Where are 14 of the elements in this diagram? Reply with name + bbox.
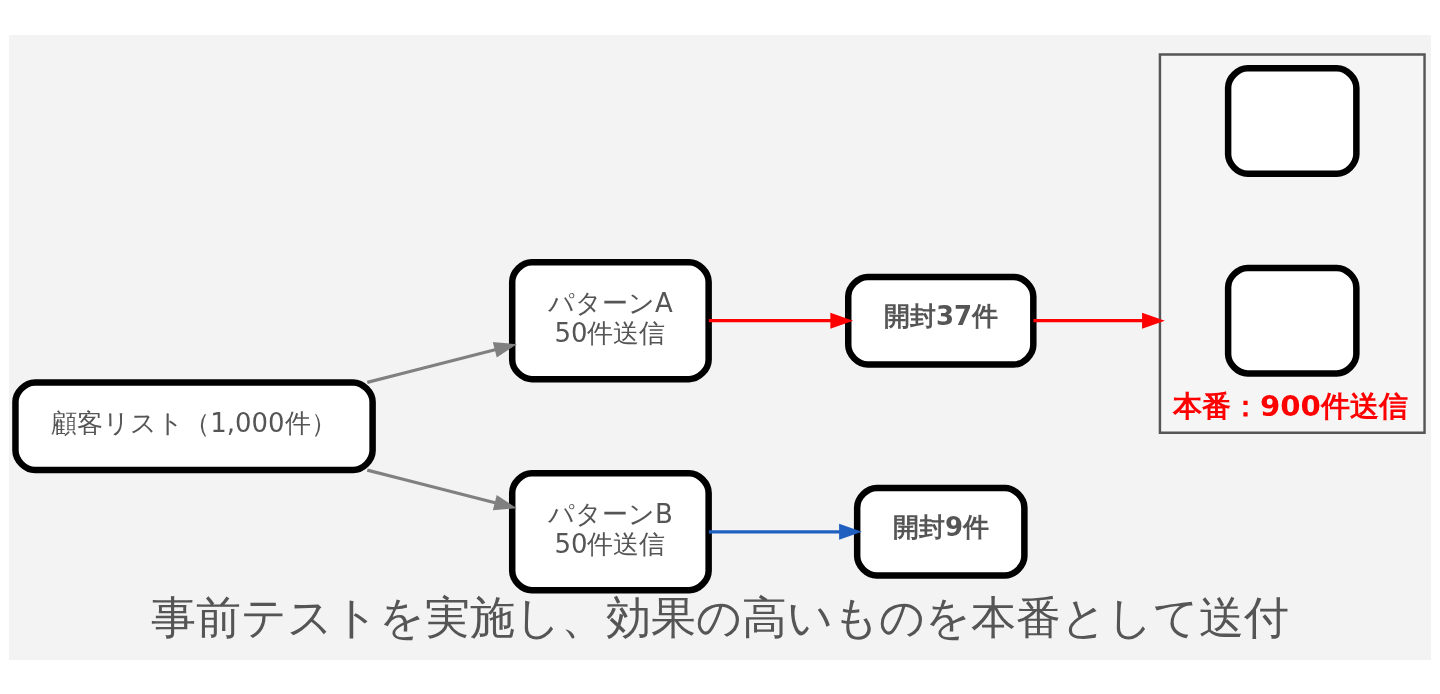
node-box: 顧客リスト（1,000件） (12, 378, 376, 473)
caption: 事前テストを実施し、効果の高いものを本番として送付 (151, 590, 1289, 644)
node-box: パターンA 50件送信 (508, 258, 712, 382)
arrow (708, 312, 854, 329)
node-box: 開封37件 (845, 273, 1037, 368)
arrow (1033, 312, 1165, 329)
node-box: 開封9件 (853, 484, 1028, 579)
node-box (1224, 264, 1360, 377)
arrow (366, 341, 517, 384)
node-box: パターンB 50件送信 (508, 469, 712, 593)
node-box (1224, 64, 1360, 177)
cluster: 本番：900件送信 (1158, 52, 1426, 434)
arrow (366, 468, 517, 510)
arrow (708, 523, 862, 540)
